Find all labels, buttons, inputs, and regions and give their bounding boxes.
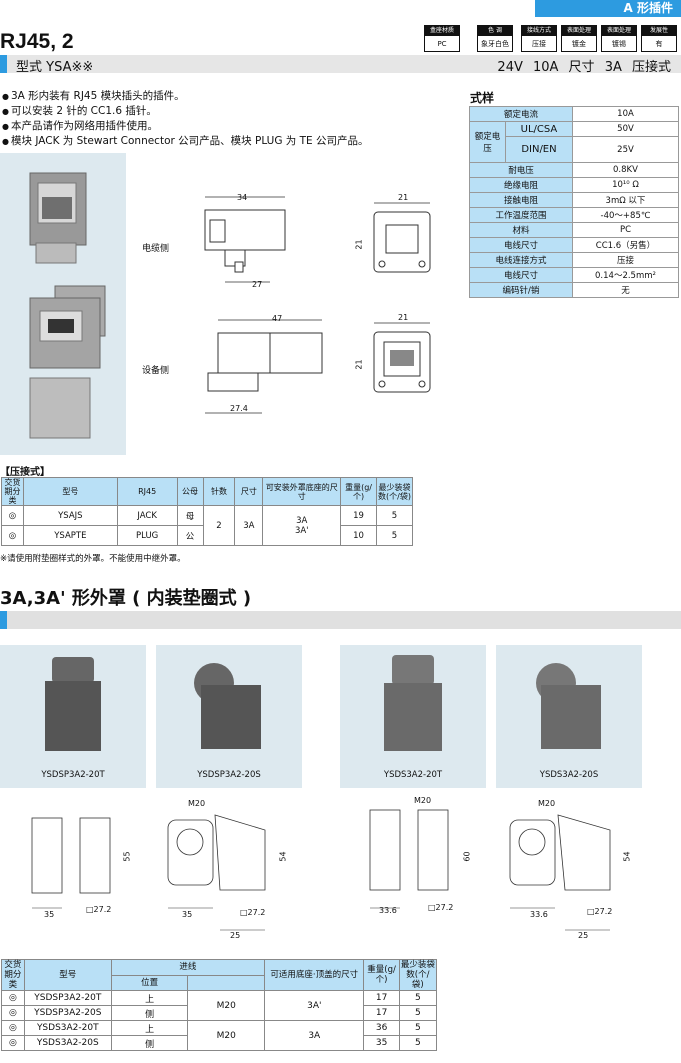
feature-list: 3A 形内装有 RJ45 模块插头的插件。 可以安装 2 针的 CC1.6 插针… bbox=[2, 89, 369, 149]
spec-box-plating-tin: 表面处理镀锡 bbox=[601, 25, 637, 52]
hood-photo-3: YSDS3A2-20T bbox=[340, 645, 486, 788]
dim-21-top-b: 21 bbox=[398, 313, 409, 322]
hood-caption: YSDSP3A2-20S bbox=[197, 770, 261, 780]
device-side-side-view bbox=[205, 319, 323, 414]
hood-dim-m20-c: M20 bbox=[538, 799, 556, 808]
list-item: 本产品请作为网络用插件使用。 bbox=[2, 119, 369, 134]
dim-34: 34 bbox=[237, 193, 248, 202]
hood-table: 交货期分类 型号 进线 可适用底座·顶盖的尺寸 重量(g/个) 最少装袋数(个/… bbox=[1, 959, 438, 1051]
spec-heading: 式样 bbox=[470, 91, 495, 105]
category-tag: A 形插件 bbox=[535, 0, 681, 17]
parts-table: 交货期分类 型号 RJ45 公母 针数 尺寸 可安装外罩底座的尺寸 重量(g/个… bbox=[1, 477, 413, 546]
rating-summary: 24V 10A 尺寸 3A 压接式 bbox=[497, 60, 671, 75]
cable-side-label: 电缆侧 bbox=[142, 244, 170, 254]
table-row: ◎ YSAJS JACK 母 2 3A 3A 3A' 19 5 bbox=[1, 505, 413, 546]
hood-drawings bbox=[31, 809, 611, 931]
hood-photo-4: YSDS3A2-20S bbox=[496, 645, 642, 788]
accent-stripe bbox=[0, 611, 7, 629]
hood-illustration bbox=[45, 657, 101, 751]
hood-dim-25-a: 25 bbox=[230, 931, 241, 940]
hood-section-heading: 3A,3A' 形外罩 ( 内装垫圈式 ) bbox=[0, 588, 252, 609]
hood-dim-sq-b: □27.2 bbox=[240, 908, 266, 917]
device-side-label: 设备侧 bbox=[142, 366, 170, 376]
dim-27-4: 27.4 bbox=[230, 404, 248, 413]
table-header: 交货期分类 型号 进线 可适用底座·顶盖的尺寸 重量(g/个) 最少装袋数(个/… bbox=[1, 959, 438, 991]
hood-dim-m20-a: M20 bbox=[188, 799, 206, 808]
hood-caption: YSDS3A2-20S bbox=[539, 770, 599, 780]
subtitle: 型式 YSA※※ bbox=[16, 60, 94, 75]
hood-dim-60: 60 bbox=[462, 851, 472, 862]
list-item: 模块 JACK 为 Stewart Connector 公司产品、模块 PLUG… bbox=[2, 134, 369, 149]
hood-photo-2: YSDSP3A2-20S bbox=[156, 645, 302, 788]
hood-dim-m20-b: M20 bbox=[414, 796, 432, 805]
spec-box-wiring: 接线方式压接 bbox=[521, 25, 557, 52]
dim-21-side-b: 21 bbox=[354, 359, 364, 370]
spec-box-color: 色 调象牙白色 bbox=[477, 25, 513, 52]
dim-21-side-a: 21 bbox=[354, 239, 364, 250]
table-header: 位置 bbox=[2, 974, 437, 991]
list-item: 3A 形内装有 RJ45 模块插头的插件。 bbox=[2, 89, 369, 104]
hood-photo-1: YSDSP3A2-20T bbox=[0, 645, 146, 788]
dim-27: 27 bbox=[252, 280, 263, 289]
hood-dim-sq-c: □27.2 bbox=[428, 903, 454, 912]
dim-21-top-a: 21 bbox=[398, 193, 409, 202]
subtitle-bar: 型式 YSA※※ 24V 10A 尺寸 3A 压接式 bbox=[0, 55, 681, 75]
table-header: 交货期分类 型号 RJ45 公母 针数 尺寸 可安装外罩底座的尺寸 重量(g/个… bbox=[1, 477, 413, 506]
hood-dim-35-a: 35 bbox=[44, 910, 55, 919]
hood-dim-sq-a: □27.2 bbox=[86, 905, 112, 914]
hood-caption: YSDS3A2-20T bbox=[383, 770, 443, 780]
hood-dim-33-6-a: 33.6 bbox=[379, 906, 397, 915]
accent-stripe bbox=[0, 55, 7, 73]
device-side-front-view bbox=[373, 322, 431, 393]
hood-illustration bbox=[536, 663, 601, 749]
spec-box-development: 发展性有 bbox=[641, 25, 677, 52]
hood-dim-25-b: 25 bbox=[578, 931, 589, 940]
list-item: 可以安装 2 针的 CC1.6 插针。 bbox=[2, 104, 369, 119]
crimp-section-heading: 【压接式】 bbox=[0, 467, 50, 478]
connector-illustration bbox=[29, 172, 106, 439]
hood-dim-54-b: 54 bbox=[622, 851, 632, 862]
hood-dim-54-a: 54 bbox=[278, 851, 288, 862]
hood-dim-sq-d: □27.2 bbox=[587, 907, 613, 916]
page-title: RJ45, 2 bbox=[0, 30, 74, 53]
spec-box-plating-gold: 表面处理镀金 bbox=[561, 25, 597, 52]
product-photo bbox=[0, 153, 126, 455]
usage-note: ※请使用附垫圈样式的外罩。不能使用中继外罩。 bbox=[0, 554, 186, 564]
hood-dim-35-b: 35 bbox=[182, 910, 193, 919]
hood-illustration bbox=[384, 655, 442, 751]
hood-dim-55: 55 bbox=[122, 851, 132, 862]
hood-caption: YSDSP3A2-20T bbox=[41, 770, 105, 780]
cable-side-front-view bbox=[373, 202, 431, 273]
table-row: ◎ YSAPTE PLUG 公 10 5 bbox=[1, 525, 413, 546]
hood-dim-33-6-b: 33.6 bbox=[530, 910, 548, 919]
dim-47: 47 bbox=[272, 314, 283, 323]
hood-illustration bbox=[194, 663, 261, 749]
hood-section-bar bbox=[0, 611, 681, 629]
cable-side-side-view bbox=[204, 196, 286, 283]
